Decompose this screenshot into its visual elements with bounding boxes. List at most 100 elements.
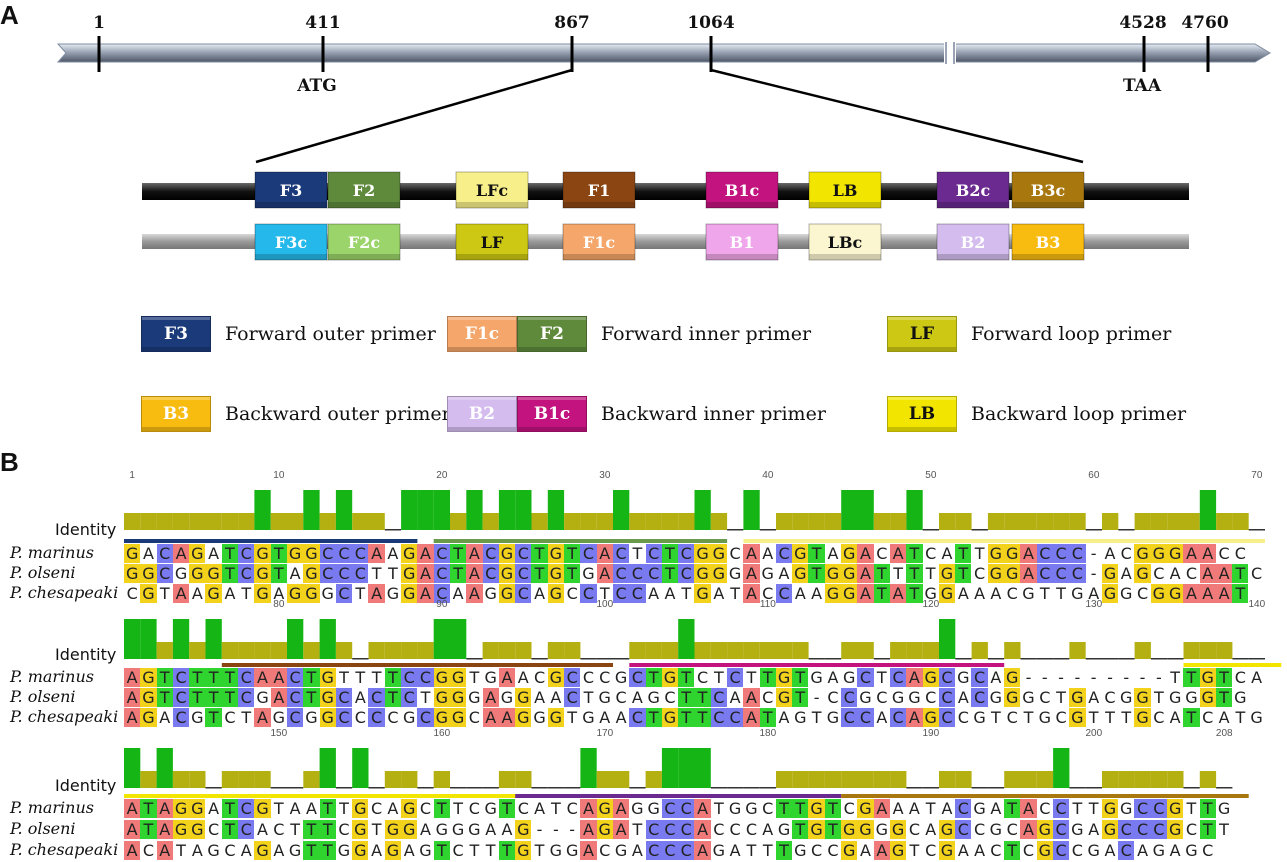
base-cell: C [678, 841, 695, 860]
base-cell: A [1215, 584, 1233, 603]
identity-bar [1199, 490, 1217, 530]
base-cell: G [1022, 584, 1035, 603]
base-cell: T [808, 564, 825, 583]
species-label-marinus: P. marinus [10, 667, 94, 686]
base-cell: C [889, 668, 907, 687]
identity-bar [613, 658, 630, 660]
base-cell: G [402, 708, 416, 727]
base-cell: T [906, 564, 923, 583]
base-cell: A [240, 841, 252, 860]
base-cell: C [208, 820, 220, 839]
identity-bar [661, 748, 679, 788]
base-cell: T [762, 841, 773, 860]
top-primer-box [254, 171, 328, 209]
identity-bar [694, 490, 711, 530]
base-cell: C [172, 668, 190, 687]
base-cell: G [468, 820, 481, 839]
base-cell: A [550, 688, 562, 707]
identity-bar [303, 642, 320, 659]
base-cell: A [990, 584, 1002, 603]
legend-text-backward-outer: Backward outer primer [225, 403, 451, 425]
base-cell: C [1150, 799, 1167, 818]
base-cell: G [1185, 688, 1198, 707]
base-cell: T [485, 841, 496, 860]
base-cell: G [205, 564, 222, 583]
base-cell: C [238, 544, 255, 563]
base-cell: T [808, 544, 825, 563]
base-cell: - [1090, 544, 1097, 563]
base-cell: G [987, 544, 1005, 563]
base-cell: C [452, 841, 464, 860]
identity-bar [1020, 513, 1037, 530]
bottom-primer-b2: B2 [936, 223, 1010, 261]
base-cell: T [339, 668, 349, 687]
base-cell: T [156, 688, 173, 707]
base-cell: C [238, 668, 255, 687]
identity-bar [1036, 771, 1054, 788]
base-cell: G [303, 544, 320, 563]
base-cell: C [925, 688, 937, 707]
base-cell: T [678, 688, 695, 707]
identity-bar [1053, 658, 1070, 660]
top-primer-b1c: B1c [705, 171, 779, 209]
top-primer-lb: LB [808, 171, 882, 209]
base-cell: G [973, 708, 986, 727]
base-cell: G [777, 820, 791, 839]
base-cell: G [384, 841, 402, 860]
identity-bar [808, 658, 825, 660]
base-cell: T [449, 544, 467, 563]
base-cell: C [1052, 799, 1070, 818]
base-cell: C [957, 708, 969, 727]
legend-forward-inner: F1c F2 Forward inner primer [447, 316, 811, 352]
base-cell: A [501, 820, 513, 839]
base-cell: G [189, 820, 206, 839]
base-cell: C [599, 841, 611, 860]
base-cell: G [922, 708, 939, 727]
base-cell: A [941, 544, 953, 563]
base-cell: G [841, 584, 858, 603]
base-cell: G [1036, 841, 1053, 860]
base-cell: G [1120, 584, 1133, 603]
identity-bar [547, 787, 565, 789]
base-cell: G [661, 708, 679, 727]
base-cell: G [449, 668, 467, 687]
base-cell: A [387, 544, 399, 563]
identity-bar [1216, 787, 1233, 789]
base-cell: G [1150, 584, 1167, 603]
identity-bar [808, 771, 825, 788]
identity-bar [564, 787, 581, 789]
base-cell: A [743, 688, 760, 707]
base-cell: G [484, 668, 497, 687]
base-cell: T [319, 820, 336, 839]
identity-bar [1085, 658, 1102, 660]
base-cell: C [841, 688, 858, 707]
identity-bar [987, 658, 1005, 660]
base-cell: A [273, 584, 285, 603]
base-cell: C [612, 564, 630, 583]
base-cell: A [1104, 841, 1116, 860]
base-cell: A [254, 668, 271, 687]
base-cell: A [289, 799, 301, 818]
base-cell: G [547, 584, 565, 603]
identity-bar [1248, 658, 1265, 660]
base-cell: G [401, 820, 418, 839]
identity-bar [466, 658, 483, 660]
bottom-primer-box [327, 223, 401, 261]
base-cell: T [241, 584, 252, 603]
identity-bar [1036, 513, 1054, 530]
base-cell: G [857, 799, 874, 818]
base-cell: A [1183, 544, 1200, 563]
identity-track-2 [124, 619, 1265, 660]
base-cell: T [599, 584, 610, 603]
base-cell: C [433, 564, 450, 583]
base-cell: G [987, 564, 1005, 583]
species-label-chesapeaki: P. chesapeaki [10, 707, 119, 726]
identity-bar [710, 787, 728, 789]
identity-bar [613, 771, 630, 788]
base-cell: A [270, 668, 287, 687]
base-cell: C [645, 841, 662, 860]
base-cell: C [1006, 708, 1018, 727]
legend-backward-loop: LB Backward loop primer [887, 396, 1186, 432]
base-cell: G [889, 841, 907, 860]
position-label-4760: 4760 [1181, 13, 1228, 33]
